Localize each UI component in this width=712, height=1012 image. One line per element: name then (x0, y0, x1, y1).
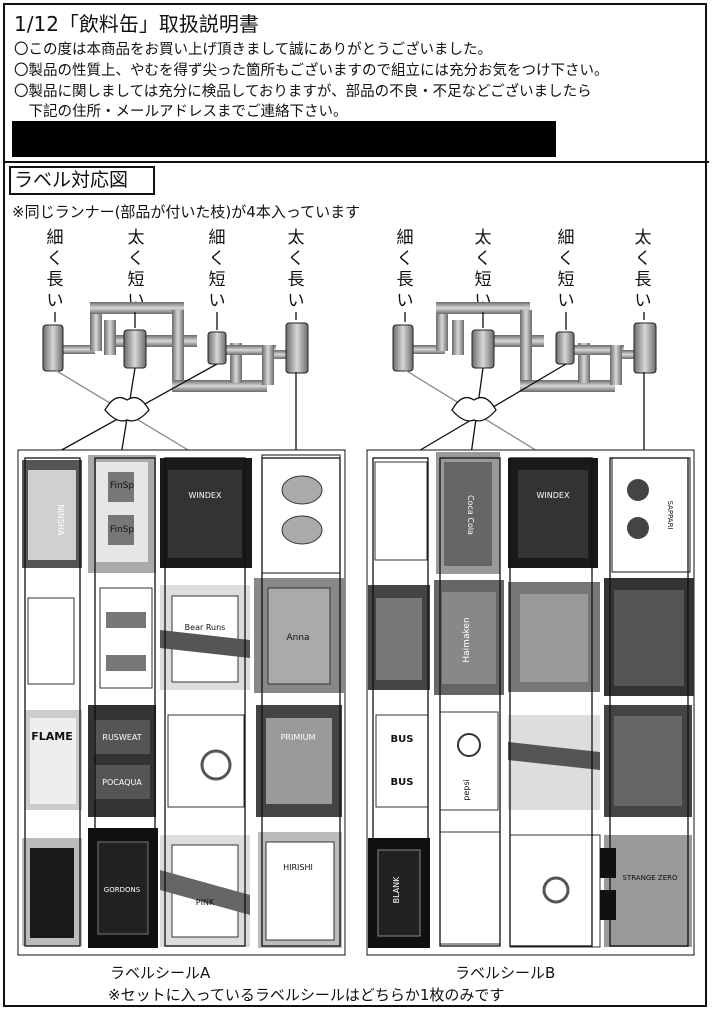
right-label-thin-short: 細く短い (557, 228, 575, 311)
label-b-text-4: BUS (391, 777, 414, 788)
label-b-text-2: Haimaken (462, 617, 472, 662)
label-a-text-12: HIRISHI (283, 863, 313, 872)
runner-note: ※同じランナー(部品が付いた枝)が4本入っています (12, 203, 361, 221)
label-a-text-6: POCAQUA (102, 778, 142, 787)
label-a-text-8: PRIMIUM (281, 733, 316, 742)
label-b-text-6: BLANK (392, 876, 401, 904)
left-can-thin-short (207, 331, 227, 365)
label-b-text-5: pepsi (462, 779, 471, 800)
left-label-thin-short: 細く短い (208, 228, 226, 311)
left-can-thin-long (42, 324, 64, 372)
intro-line-4: 下記の住所・メールアドレスまでご連絡下さい。 (14, 104, 348, 120)
footer-note: ※セットに入っているラベルシールはどちらか1枚のみです (108, 986, 505, 1004)
label-a-text-5: RUSWEAT (102, 733, 141, 742)
caption-label-sheet-b: ラベルシールB (455, 964, 556, 982)
label-b-text-7: STRANGE ZERO (623, 874, 678, 882)
section-divider (3, 161, 709, 163)
label-a-text-9: Anna (286, 633, 309, 643)
right-label-thin-long: 細く長い (396, 228, 414, 311)
left-can-thick-long (285, 322, 309, 374)
right-can-thick-short (471, 329, 495, 369)
right-runner (392, 302, 657, 392)
right-label-thick-long: 太く長い (634, 228, 652, 311)
label-a-text-3: WINDEX (189, 491, 222, 500)
label-a-text-10: GORDONS (104, 886, 141, 894)
section-title: ラベル対応図 (9, 166, 155, 195)
label-b-text-0: Coca Cola (466, 495, 475, 535)
left-can-thick-short (123, 329, 147, 369)
label-a-text-4: Bear Runs (185, 623, 226, 632)
redacted-contact-info (12, 121, 556, 157)
intro-line-2: 〇製品の性質上、やむを得ず尖った箇所もございますので組立には充分お気をつけ下さい… (14, 63, 609, 79)
left-label-thick-long: 太く長い (287, 228, 305, 311)
right-label-thick-short: 太く短い (474, 228, 492, 311)
label-b-text-1: WINDEX (537, 491, 570, 500)
label-a-text-7: FLAME (31, 730, 73, 743)
intro-line-3: 〇製品に関しましては充分に検品しておりますが、部品の不良・不足などございましたら (14, 84, 592, 100)
left-label-thin-long: 細く長い (46, 228, 64, 311)
label-a-text-2: FinSp (110, 525, 134, 535)
label-a-text-0: NINSHA (56, 505, 65, 536)
label-sheet-b: Coca Cola WINDEX Haimaken BUS BUS pepsi … (366, 449, 695, 956)
leader-lines (39, 312, 645, 463)
page-frame (3, 3, 707, 1007)
label-a-text-11: PINK (196, 898, 215, 907)
right-can-thin-short (555, 331, 575, 365)
label-b-text-8: SAPPARI (666, 500, 674, 529)
intro-line-1: 〇この度は本商品をお買い上げ頂きまして誠にありがとうございました。 (14, 42, 493, 58)
label-b-text-3: BUS (391, 734, 414, 745)
label-sheet-a: NINSHA FinSp FinSp WINDEX Bear Runs RUSW… (17, 449, 346, 956)
left-runner (42, 302, 309, 392)
label-a-text-1: FinSp (110, 481, 134, 491)
caption-label-sheet-a: ラベルシールA (110, 964, 211, 982)
right-can-thin-long (392, 324, 414, 372)
page-title: 1/12「飲料缶」取扱説明書 (14, 12, 259, 36)
right-can-thick-long (633, 322, 657, 374)
